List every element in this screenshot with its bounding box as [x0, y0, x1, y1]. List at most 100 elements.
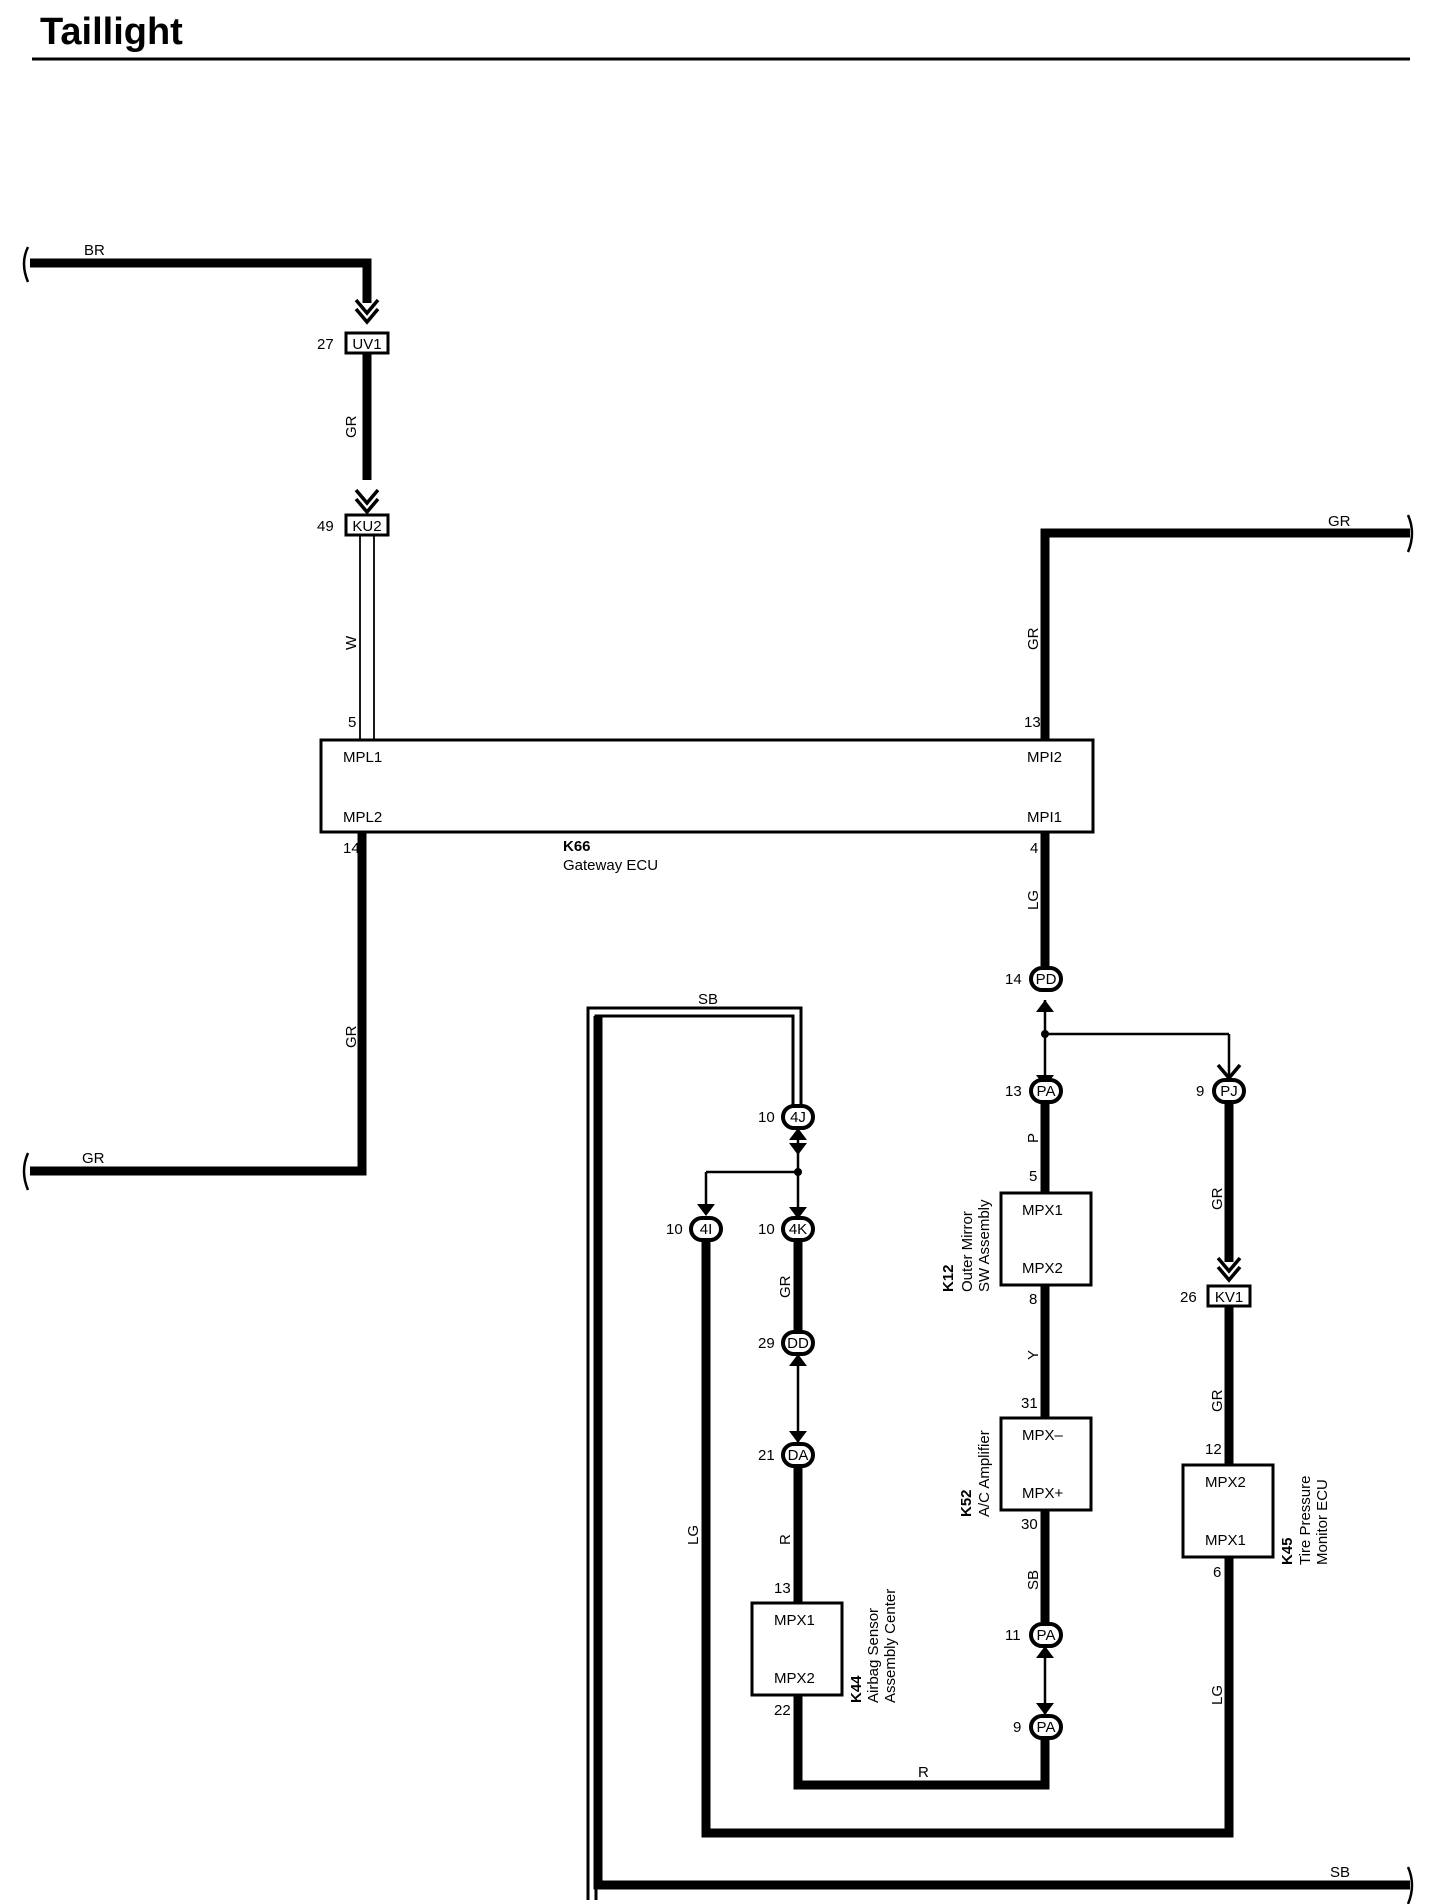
svg-text:4K: 4K — [789, 1221, 807, 1238]
svg-text:K44: K44 — [848, 1675, 865, 1703]
svg-text:9: 9 — [1196, 1083, 1204, 1100]
svg-text:29: 29 — [758, 1335, 775, 1352]
svg-text:Airbag Sensor: Airbag Sensor — [865, 1608, 882, 1703]
connector-kv1: KV1 26 — [1180, 1284, 1252, 1308]
wire-sb-loop — [586, 1006, 1410, 1900]
svg-text:Assembly Center: Assembly Center — [882, 1589, 899, 1703]
wire-gr-right-top — [1040, 528, 1410, 740]
svg-text:49: 49 — [317, 518, 334, 535]
pin-k66-4: 4 — [1030, 840, 1038, 857]
wire-w — [359, 535, 375, 740]
svg-text:PA: PA — [1037, 1719, 1056, 1736]
svg-text:MPX+: MPX+ — [1022, 1485, 1064, 1502]
pin-k52-31: 31 — [1021, 1395, 1038, 1412]
connector-pd: PD 14 — [1005, 966, 1063, 992]
svg-text:10: 10 — [666, 1221, 683, 1238]
svg-text:PA: PA — [1037, 1627, 1056, 1644]
pin-k45-6: 6 — [1213, 1564, 1221, 1581]
pin-k12-5: 5 — [1029, 1168, 1037, 1185]
wire-label-sb-1: SB — [1025, 1570, 1042, 1590]
svg-text:MPX2: MPX2 — [1205, 1474, 1246, 1491]
svg-text:K52: K52 — [958, 1489, 975, 1517]
wire-label-gr-1: GR — [343, 415, 360, 438]
connector-da: DA 21 — [758, 1442, 815, 1468]
svg-text:10: 10 — [758, 1109, 775, 1126]
wire-label-gr-2: GR — [343, 1025, 360, 1048]
wire-label-gr-4: GR — [1328, 513, 1351, 530]
svg-text:14: 14 — [1005, 971, 1022, 988]
wire-label-gr-3: GR — [82, 1150, 105, 1167]
wire-lg-loop — [701, 1235, 1234, 1838]
svg-text:10: 10 — [758, 1221, 775, 1238]
arrow-uv1 — [354, 298, 380, 325]
connector-ku2: KU2 49 — [317, 513, 390, 537]
page-title: Taillight — [40, 11, 183, 53]
wire-label-gr-8: GR — [777, 1275, 794, 1298]
pin-k12-8: 8 — [1029, 1291, 1037, 1308]
wire-label-w: W — [343, 635, 360, 650]
arrow-kv1 — [1216, 1256, 1242, 1283]
svg-text:MPX–: MPX– — [1022, 1427, 1064, 1444]
wire-label-gr-7: GR — [1209, 1389, 1226, 1412]
pin-k66-14: 14 — [343, 840, 360, 857]
svg-text:4J: 4J — [790, 1109, 806, 1126]
svg-text:SW Assembly: SW Assembly — [976, 1199, 993, 1292]
svg-text:Gateway ECU: Gateway ECU — [563, 857, 658, 874]
wire-label-br: BR — [84, 242, 105, 259]
wire-label-p: P — [1025, 1133, 1042, 1143]
svg-text:4I: 4I — [700, 1221, 713, 1238]
svg-text:MPX1: MPX1 — [1205, 1532, 1246, 1549]
pin-k66-5: 5 — [348, 714, 356, 731]
wire-label-y: Y — [1025, 1350, 1042, 1360]
svg-text:KV1: KV1 — [1215, 1289, 1243, 1306]
pin-k66-13: 13 — [1024, 714, 1041, 731]
svg-text:13: 13 — [1005, 1083, 1022, 1100]
svg-text:A/C Amplifier: A/C Amplifier — [976, 1430, 993, 1517]
svg-text:PJ: PJ — [1220, 1083, 1238, 1100]
svg-text:MPI2: MPI2 — [1027, 749, 1062, 766]
svg-text:DD: DD — [787, 1335, 809, 1352]
svg-text:Outer Mirror: Outer Mirror — [959, 1211, 976, 1292]
connector-4k: 4K 10 — [758, 1216, 815, 1242]
connector-pa-13: PA 13 — [1005, 1078, 1063, 1104]
component-k66: MPL1 MPL2 MPI2 MPI1 K66 Gateway ECU — [319, 738, 1095, 874]
wire-r-bottom — [793, 1695, 1050, 1790]
svg-text:27: 27 — [317, 336, 334, 353]
wire-gr-left — [30, 832, 367, 1176]
svg-text:Tire Pressure: Tire Pressure — [1297, 1476, 1314, 1565]
svg-text:MPX1: MPX1 — [1022, 1202, 1063, 1219]
svg-text:MPI1: MPI1 — [1027, 809, 1062, 826]
svg-text:K66: K66 — [563, 838, 591, 855]
connector-dd: DD 29 — [758, 1330, 815, 1356]
component-k52: MPX– MPX+ K52 A/C Amplifier — [958, 1416, 1093, 1517]
svg-text:PD: PD — [1036, 971, 1057, 988]
pin-k52-30: 30 — [1021, 1516, 1038, 1533]
component-k12: MPX1 MPX2 K12 Outer Mirror SW Assembly — [940, 1191, 1093, 1292]
connector-4i: 4I 10 — [666, 1216, 723, 1242]
svg-text:26: 26 — [1180, 1289, 1197, 1306]
pin-k44-13: 13 — [774, 1580, 791, 1597]
wire-br-top — [22, 246, 372, 292]
svg-text:DA: DA — [788, 1447, 809, 1464]
arrow-ku2 — [354, 488, 380, 515]
component-k45: MPX2 MPX1 K45 Tire Pressure Monitor ECU — [1181, 1463, 1331, 1565]
svg-text:MPL2: MPL2 — [343, 809, 382, 826]
svg-text:MPX2: MPX2 — [774, 1670, 815, 1687]
wire-label-sb-2: SB — [698, 991, 718, 1008]
svg-text:9: 9 — [1013, 1719, 1021, 1736]
svg-text:Monitor ECU: Monitor ECU — [1314, 1479, 1331, 1565]
connector-uv1: UV1 27 — [317, 331, 390, 355]
connector-pa-11: PA 11 — [1005, 1622, 1063, 1648]
svg-text:K45: K45 — [1279, 1537, 1296, 1565]
svg-text:KU2: KU2 — [352, 518, 381, 535]
svg-text:MPX1: MPX1 — [774, 1612, 815, 1629]
wire-label-r-1: R — [777, 1534, 794, 1545]
pin-k44-22: 22 — [774, 1702, 791, 1719]
wire-label-lg-3: LG — [685, 1525, 702, 1545]
wire-label-gr-6: GR — [1209, 1187, 1226, 1210]
svg-text:PA: PA — [1037, 1083, 1056, 1100]
component-k44: MPX1 MPX2 K44 Airbag Sensor Assembly Cen… — [750, 1589, 899, 1703]
svg-text:21: 21 — [758, 1447, 775, 1464]
svg-text:MPL1: MPL1 — [343, 749, 382, 766]
